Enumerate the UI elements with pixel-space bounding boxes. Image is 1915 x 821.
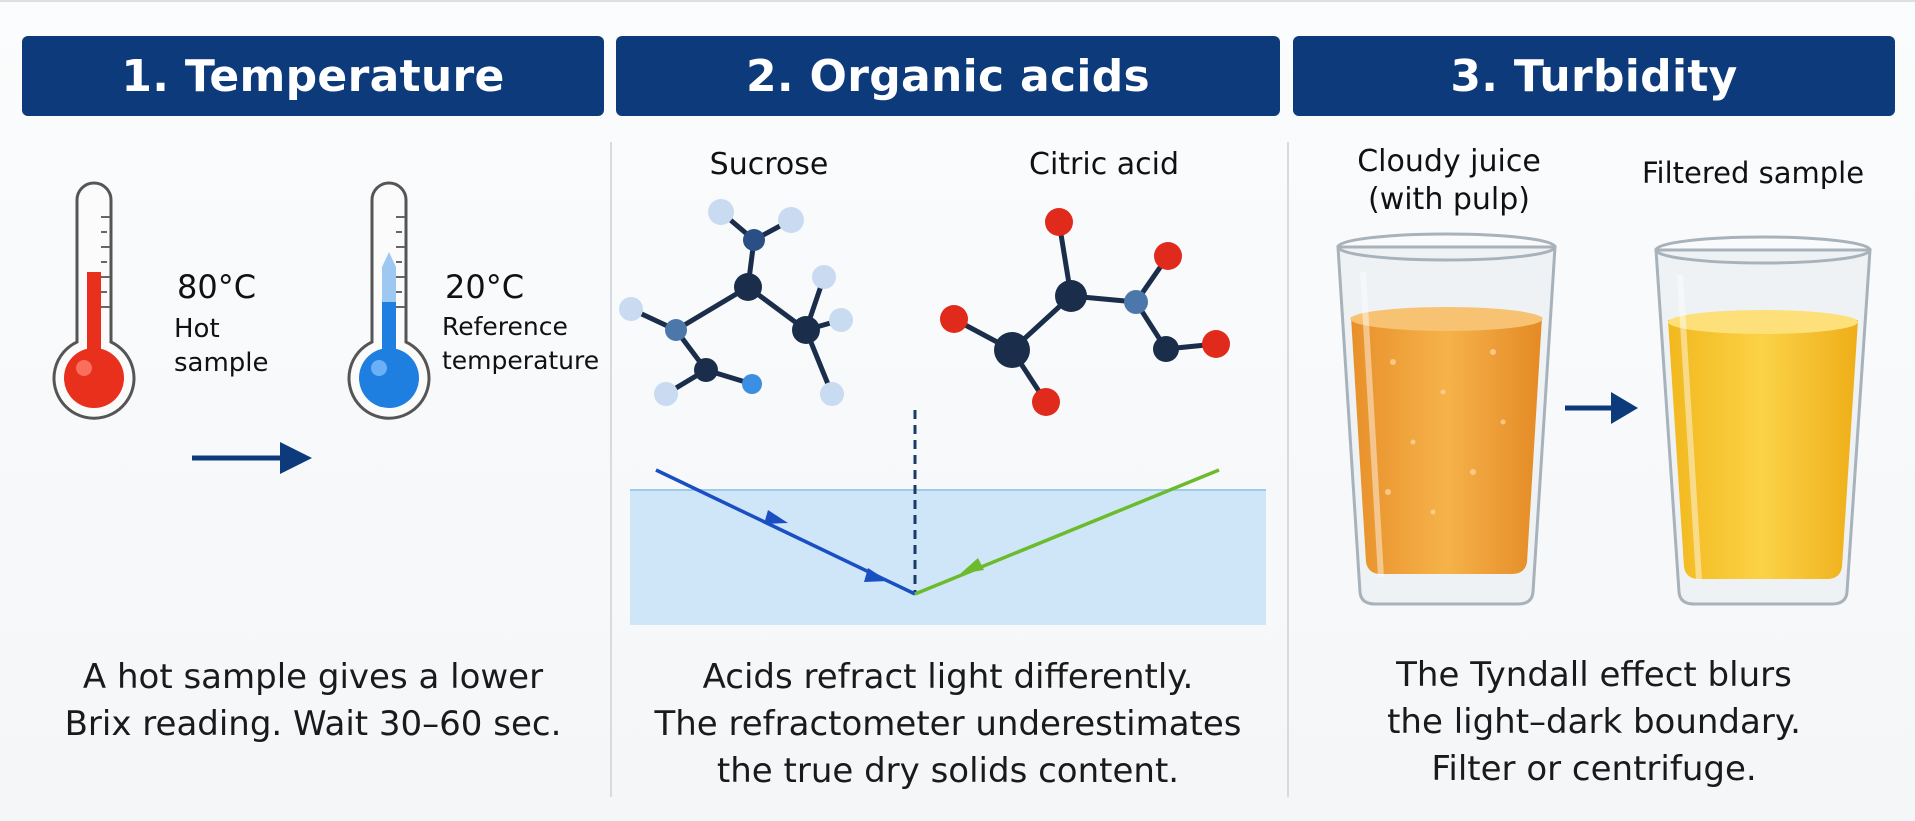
- turbidity-caption: The Tyndall effect blurs the light–dark …: [1293, 652, 1895, 793]
- carbon-atom: [792, 316, 820, 344]
- cold-thermometer-icon: [347, 181, 431, 420]
- ray-arrow-icon: [764, 510, 788, 524]
- refracted-ray: [914, 468, 1220, 596]
- cloudy-juice-glass-icon: [1336, 232, 1557, 606]
- oxygen-atom: [1032, 388, 1060, 416]
- ref-temp-label: 20°C: [445, 268, 524, 306]
- temperature-caption-line1: A hot sample gives a lower: [82, 657, 544, 697]
- sucrose-molecule-icon: [629, 210, 842, 397]
- panel-divider: [1287, 142, 1289, 797]
- temperature-caption-line2: Brix reading. Wait 30–60 sec.: [64, 704, 562, 744]
- ref-label-line2: temperature: [442, 346, 599, 375]
- hot-label-line1: Hot: [174, 314, 220, 344]
- oxygen-atom: [940, 305, 968, 333]
- arrow-right-icon: [1565, 392, 1638, 424]
- carbon-atom: [665, 319, 687, 341]
- cloudy-label-line1: Cloudy juice: [1357, 144, 1541, 179]
- oxygen-atom: [743, 229, 765, 251]
- hydrogen-atom: [742, 374, 762, 394]
- sucrose-label: Sucrose: [710, 147, 829, 182]
- hydrogen-atom: [619, 297, 643, 321]
- hydrogen-atom: [778, 207, 804, 233]
- citric-acid-label: Citric acid: [1029, 147, 1179, 182]
- turbidity-illustration: Cloudy juice (with pulp) Filtered sample: [1336, 144, 1872, 606]
- hot-thermometer-icon: [52, 181, 136, 420]
- hot-temp-label: 80°C: [177, 268, 256, 306]
- carbon-atom: [1055, 280, 1087, 312]
- hydrogen-atom: [708, 199, 734, 225]
- refraction-diagram: [630, 410, 1266, 625]
- carbon-atom: [734, 273, 762, 301]
- panel-title-temperature: 1. Temperature: [22, 36, 604, 116]
- organic-acids-caption-line3: the true dry solids content.: [716, 751, 1180, 791]
- hydrogen-atom: [820, 382, 844, 406]
- temperature-illustration: 80°C Hot sample: [52, 181, 599, 474]
- organic-acids-caption: Acids refract light differently. The ref…: [616, 654, 1280, 795]
- turbidity-caption-line3: Filter or centrifuge.: [1431, 749, 1757, 789]
- panel-temperature: 1. Temperature 80°C Hot sample: [22, 32, 604, 813]
- organic-acids-caption-line1: Acids refract light differently.: [702, 657, 1194, 697]
- turbidity-caption-line1: The Tyndall effect blurs: [1396, 655, 1792, 695]
- filtered-label: Filtered sample: [1642, 156, 1864, 190]
- panel-title-turbidity: 3. Turbidity: [1293, 36, 1895, 116]
- filtered-juice-glass-icon: [1654, 235, 1872, 606]
- panel-turbidity: 3. Turbidity Cloudy juice (with pulp) Fi…: [1293, 32, 1895, 813]
- ray-arrow-icon: [864, 568, 888, 582]
- carbon-atom: [1124, 290, 1148, 314]
- prism-medium: [630, 490, 1266, 625]
- organic-acids-caption-line2: The refractometer underestimates: [654, 704, 1242, 744]
- ref-label-line1: Reference: [442, 312, 568, 341]
- hot-label-line2: sample: [174, 348, 269, 378]
- oxygen-atom: [1045, 208, 1073, 236]
- carbon-atom: [694, 358, 718, 382]
- carbon-atom: [994, 332, 1030, 368]
- panel-title-organic-acids: 2. Organic acids: [616, 36, 1280, 116]
- hydrogen-atom: [829, 308, 853, 332]
- organic-acids-illustration: Sucrose Citric acid: [619, 147, 1266, 625]
- panel-organic-acids: 2. Organic acids Sucrose Citric acid: [616, 32, 1280, 813]
- arrow-right-icon: [192, 442, 312, 474]
- hydrogen-atom: [812, 265, 836, 289]
- temperature-caption: A hot sample gives a lower Brix reading.…: [22, 654, 604, 748]
- ray-arrow-icon: [960, 558, 984, 574]
- turbidity-caption-line2: the light–dark boundary.: [1387, 702, 1801, 742]
- oxygen-atom: [1202, 330, 1230, 358]
- cloudy-label-line2: (with pulp): [1368, 182, 1530, 217]
- carbon-atom: [1153, 336, 1179, 362]
- oxygen-atom: [1154, 242, 1182, 270]
- panel-divider: [610, 142, 612, 797]
- hydrogen-atom: [654, 382, 678, 406]
